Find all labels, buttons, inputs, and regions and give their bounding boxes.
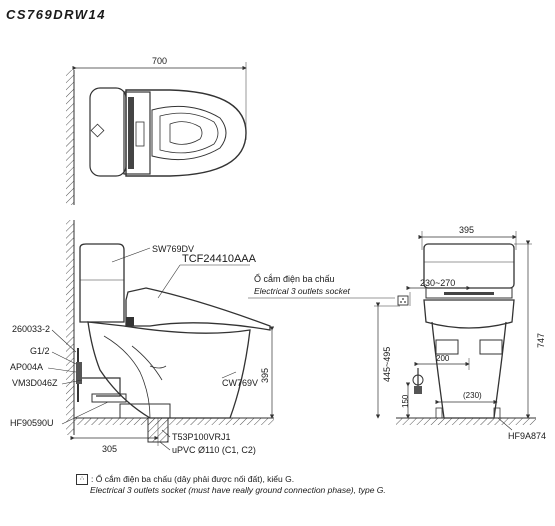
floor-hatch-front — [396, 418, 536, 425]
dim-feed-height: 150 — [401, 394, 410, 408]
footnote: ∴: Ổ cắm điện ba chấu (dây phải được nối… — [76, 474, 386, 496]
label-p8: HF9A874 — [508, 431, 546, 441]
dim-feed-offset: 200 — [436, 354, 450, 363]
label-tank: SW769DV — [152, 244, 194, 254]
label-p7: uPVC Ø110 (C1, C2) — [172, 445, 256, 455]
top-view: 700 — [66, 56, 247, 205]
floor-hatch-side — [74, 418, 274, 425]
technical-drawing: 700 — [10, 56, 546, 455]
socket-marker — [397, 295, 409, 306]
dim-outlet-range: 230~270 — [420, 278, 455, 288]
model-code: CS769DRW14 — [6, 7, 107, 22]
label-seat: TCF24410AAA — [182, 253, 257, 265]
footnote-vi: : Ổ cắm điện ba chấu (dây phải được nối … — [91, 474, 295, 484]
part-labels: SW769DV TCF24410AAA CW769V 260033-2 G1/2… — [10, 244, 258, 455]
label-bowl: CW769V — [222, 378, 258, 388]
dim-side-height: 395 — [260, 368, 270, 383]
label-p4: VM3D046Z — [12, 378, 58, 388]
seat-side — [125, 287, 271, 331]
label-p2: G1/2 — [30, 346, 50, 356]
side-view: 395 305 — [66, 220, 275, 454]
label-p3: AP004A — [10, 362, 43, 372]
label-p1: 260033-2 — [12, 324, 50, 334]
bowl-side — [87, 321, 251, 419]
socket-label-en: Electrical 3 outlets socket — [254, 286, 351, 296]
dim-depth: 305 — [102, 444, 117, 454]
dim-total-height: 747 — [536, 333, 546, 348]
socket-label-vi: Ổ cắm điện ba chấu — [254, 273, 335, 284]
dim-front-width: 395 — [459, 225, 474, 235]
label-p6: T53P100VRJ1 — [172, 432, 231, 442]
tank-side — [79, 243, 125, 323]
dim-height-range: 445~495 — [382, 347, 392, 382]
label-p5: HF90590U — [10, 418, 54, 428]
seat-top — [125, 89, 247, 177]
dim-top-width: 700 — [152, 56, 167, 66]
footnote-en: Electrical 3 outlets socket (must have r… — [90, 485, 386, 496]
front-view: 395 — [248, 225, 546, 441]
dim-bottom-offset: (230) — [463, 391, 482, 400]
wall-hatch-top — [66, 70, 74, 205]
tank-top — [89, 87, 127, 177]
socket-symbol-icon: ∴ — [76, 474, 88, 486]
wall-hatch-side — [66, 220, 74, 435]
